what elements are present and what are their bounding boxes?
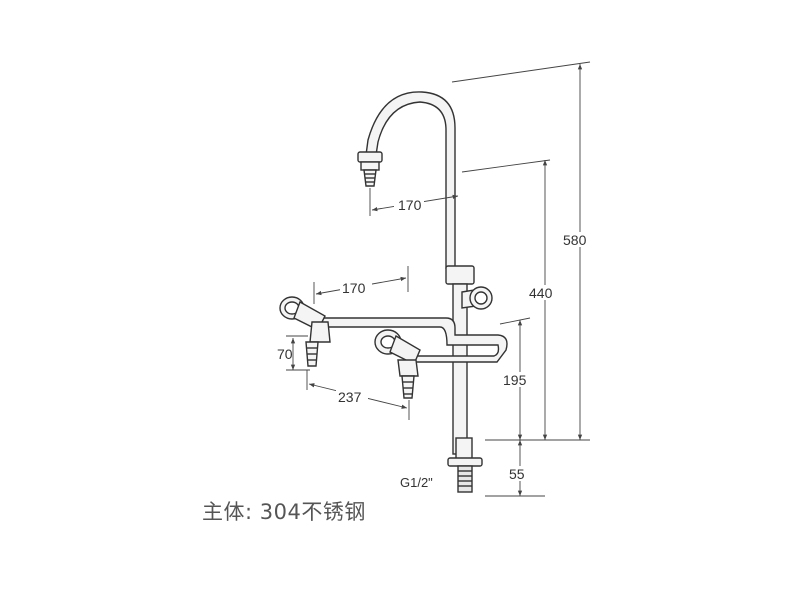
valve-left <box>279 296 331 367</box>
valve-front <box>374 329 421 399</box>
dim-valve-spacing-top: 170 <box>342 280 366 296</box>
dim-spout-reach: 170 <box>398 197 422 213</box>
material-caption: 主体: 304不锈钢 <box>202 500 366 524</box>
gooseneck-spout <box>365 91 456 269</box>
spout-nozzle <box>357 151 383 187</box>
dim-height-spout-tip: 440 <box>529 285 553 301</box>
faucet-body <box>279 91 508 493</box>
dim-base-height: 55 <box>509 466 525 482</box>
valve-rear <box>461 286 493 310</box>
dim-height-total: 580 <box>563 232 587 248</box>
dim-thread: G1/2" <box>400 475 433 490</box>
main-column <box>452 283 468 455</box>
dim-height-valves: 195 <box>503 372 527 388</box>
column-nut <box>445 265 475 285</box>
dimension-labels: 170 170 70 237 580 440 195 55 G1/2" <box>277 197 594 490</box>
dim-valve-drop: 70 <box>277 346 293 362</box>
dimension-lines <box>286 61 591 497</box>
base-connector <box>447 437 483 493</box>
dim-valve-spacing-bottom: 237 <box>338 389 362 405</box>
